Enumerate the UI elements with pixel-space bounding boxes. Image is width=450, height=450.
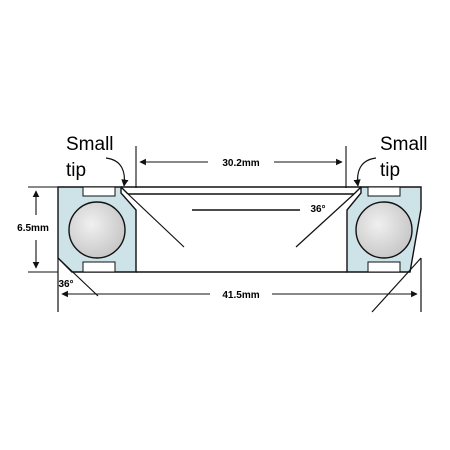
outer-diameter-label: 41.5mm [222, 290, 259, 301]
bearing-body-outline [120, 186, 362, 273]
angle-outer-label: 36° [58, 279, 73, 290]
left-race-section [57, 186, 137, 273]
right-ball [355, 201, 413, 259]
right-tip-label-line1: Small [380, 134, 428, 155]
left-tip-label-line2: tip [66, 160, 86, 181]
left-tip-label-line1: Small [66, 134, 114, 155]
height-label: 6.5mm [17, 223, 49, 234]
inner-diameter-dimension [135, 146, 347, 188]
inner-angle-lines [127, 193, 355, 248]
left-ball [68, 201, 126, 259]
inner-diameter-label: 30.2mm [222, 158, 259, 169]
right-tip-leader [353, 157, 377, 187]
right-tip-label-line2: tip [380, 160, 400, 181]
right-race-section [346, 186, 422, 273]
height-dimension [28, 186, 58, 273]
angle-inner-label: 36° [310, 204, 325, 215]
left-tip-leader [105, 157, 129, 187]
outer-angle-lines [57, 257, 422, 313]
